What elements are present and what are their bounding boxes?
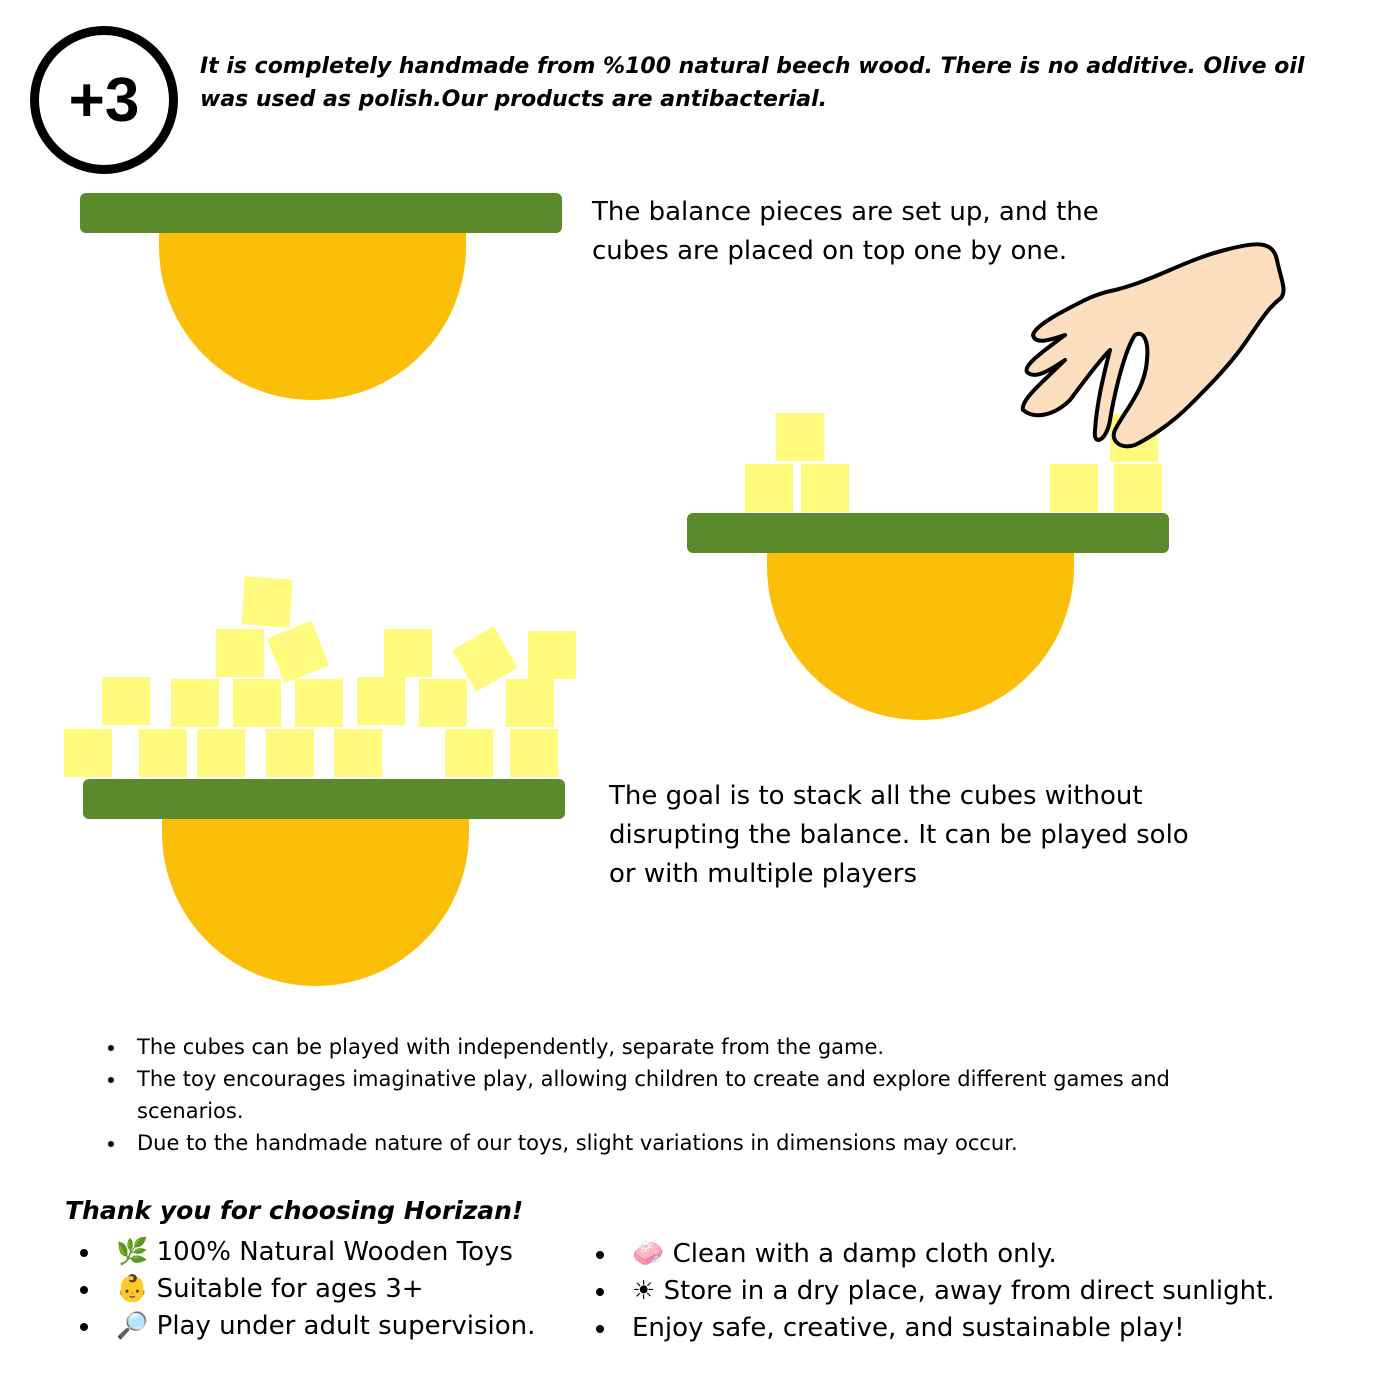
feature-item: 🔎 Play under adult supervision. <box>102 1308 535 1345</box>
soap-icon: 🧼 <box>632 1239 665 1269</box>
balance-base <box>767 553 1074 720</box>
cube <box>266 620 330 684</box>
features-right: 🧼 Clean with a damp cloth only. ☀ Store … <box>596 1236 1275 1347</box>
balance-board <box>80 193 562 233</box>
hand-icon <box>1020 242 1286 449</box>
magnifier-icon: 🔎 <box>116 1311 149 1341</box>
cube <box>776 413 824 461</box>
cube <box>102 677 150 725</box>
balance-board <box>687 513 1169 553</box>
balance-board <box>83 779 565 819</box>
sun-icon: ☀ <box>632 1276 656 1306</box>
feature-text: Enjoy safe, creative, and sustainable pl… <box>632 1313 1185 1343</box>
note-item: The toy encourages imaginative play, all… <box>127 1063 1185 1127</box>
feature-item: ☀ Store in a dry place, away from direct… <box>618 1273 1275 1310</box>
cube <box>801 464 849 512</box>
note-item: The cubes can be played with independent… <box>127 1031 1185 1063</box>
cube <box>419 679 467 727</box>
age-badge: +3 <box>30 26 178 174</box>
cube <box>745 464 793 512</box>
feature-text: Play under adult supervision. <box>156 1311 536 1341</box>
cube <box>139 729 187 777</box>
step-2-text: The goal is to stack all the cubes witho… <box>609 781 1189 889</box>
cube <box>295 679 343 727</box>
cube <box>233 679 281 727</box>
feature-item: 🌿 100% Natural Wooden Toys <box>102 1234 535 1271</box>
cube <box>528 631 576 679</box>
feature-item: 👶 Suitable for ages 3+ <box>102 1271 535 1308</box>
cube <box>1050 464 1098 512</box>
cube <box>334 729 382 777</box>
feature-text: Store in a dry place, away from direct s… <box>663 1276 1275 1306</box>
balance-base <box>162 819 469 986</box>
baby-icon: 👶 <box>116 1274 149 1304</box>
cube <box>266 729 314 777</box>
thanks-heading: Thank you for choosing Horizan! <box>65 1196 524 1225</box>
feature-text: 100% Natural Wooden Toys <box>156 1237 513 1267</box>
feature-text: Clean with a damp cloth only. <box>672 1239 1057 1269</box>
note-item: Due to the handmade nature of our toys, … <box>127 1127 1185 1159</box>
feature-item: 🧼 Clean with a damp cloth only. <box>618 1236 1275 1273</box>
cube <box>241 576 293 628</box>
step-1-text: The balance pieces are set up, and the c… <box>592 197 1099 266</box>
cube <box>506 679 554 727</box>
cube <box>384 629 432 677</box>
feature-item: Enjoy safe, creative, and sustainable pl… <box>618 1310 1275 1347</box>
age-badge-label: +3 <box>68 65 140 135</box>
intro-text: It is completely handmade from %100 natu… <box>200 54 1305 112</box>
cube <box>216 629 264 677</box>
cube <box>357 677 405 725</box>
cube <box>64 729 112 777</box>
cube <box>445 729 493 777</box>
features-left: 🌿 100% Natural Wooden Toys 👶 Suitable fo… <box>80 1234 535 1345</box>
cube <box>197 729 245 777</box>
cube <box>510 729 558 777</box>
feature-text: Suitable for ages 3+ <box>156 1274 424 1304</box>
notes-list: The cubes can be played with independent… <box>105 1031 1185 1159</box>
cube <box>171 679 219 727</box>
cube <box>1114 464 1162 512</box>
balance-base <box>159 233 466 400</box>
leaf-icon: 🌿 <box>116 1237 149 1267</box>
